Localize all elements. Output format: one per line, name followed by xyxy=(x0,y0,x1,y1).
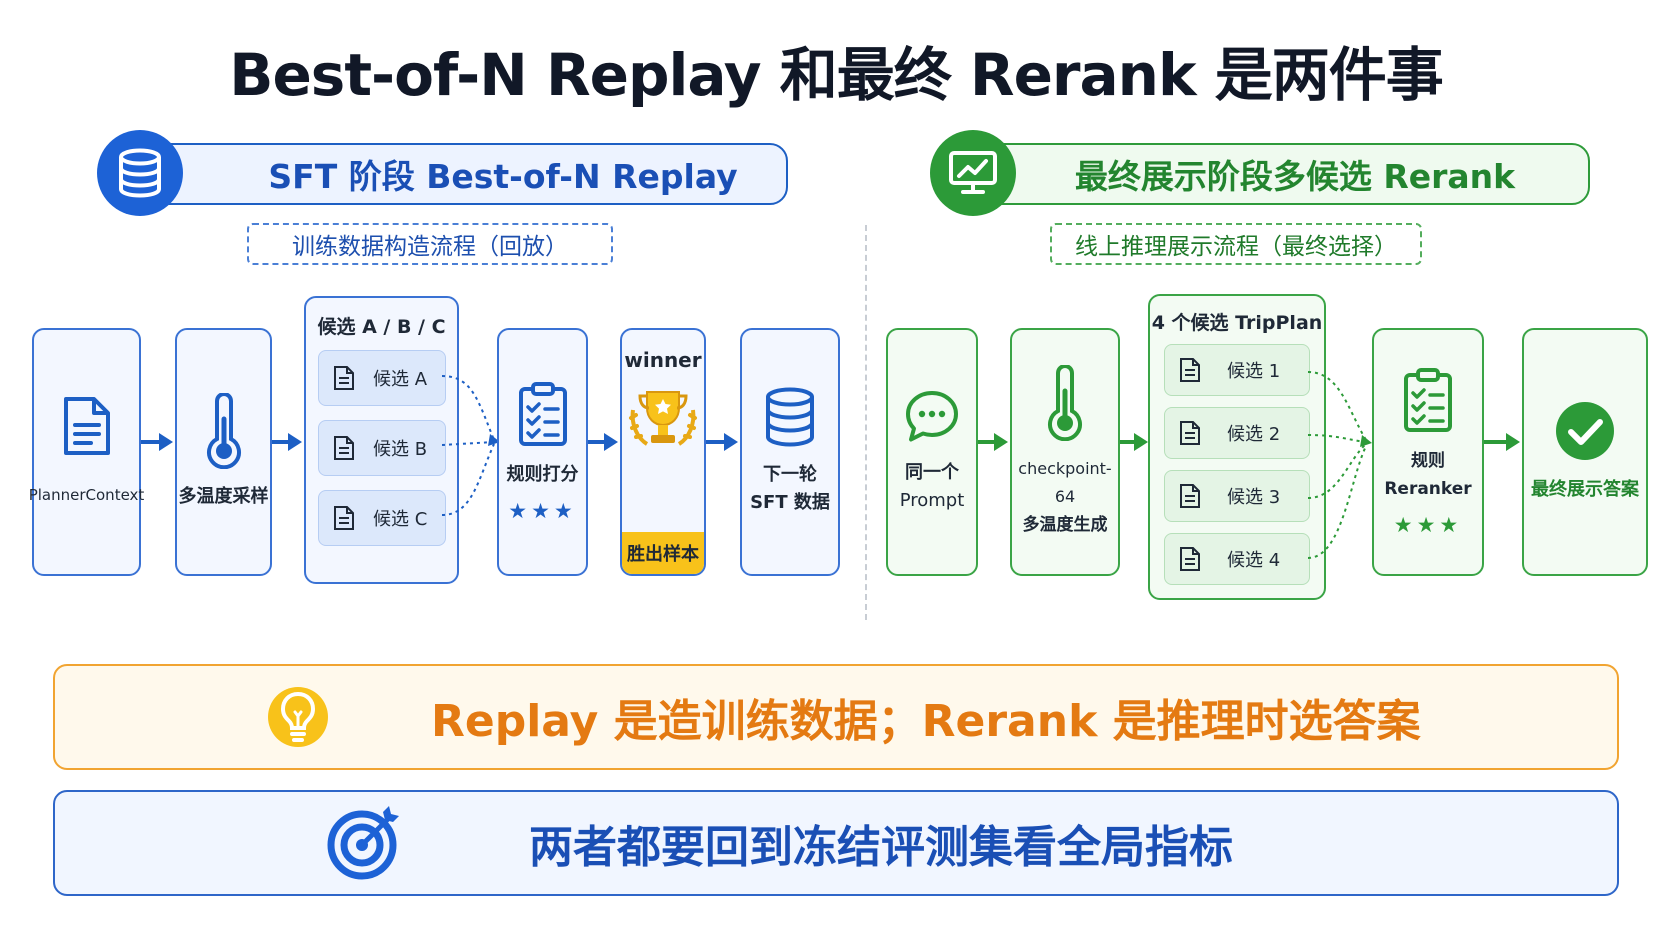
document-icon xyxy=(1180,484,1200,508)
arrow xyxy=(706,433,738,451)
clipboard-checklist-icon xyxy=(1404,368,1452,432)
rating-stars: ★★★ xyxy=(1393,513,1463,537)
candidate-label: 候选 4 xyxy=(1227,550,1281,571)
candidate-item: 候选 3 xyxy=(1164,470,1310,522)
node-planner-context-label: PlannerContext xyxy=(28,486,145,504)
document-icon xyxy=(334,366,354,390)
check-circle-icon xyxy=(1556,402,1614,460)
node-multi-temp-sampling-label: 多温度采样 xyxy=(178,486,269,507)
right-subtitle: 线上推理展示流程（最终选择） xyxy=(1050,223,1422,265)
node-next-sft-line1: 下一轮 xyxy=(763,464,817,485)
candidate-item: 候选 4 xyxy=(1164,533,1310,585)
goal-banner-text: 两者都要回到冻结评测集看全局指标 xyxy=(529,822,1233,873)
arrow xyxy=(1120,433,1148,451)
winner-badge: 胜出样本 xyxy=(622,532,704,574)
node-same-prompt: 同一个 Prompt xyxy=(886,328,978,576)
document-icon xyxy=(334,506,354,530)
node-rule-reranker-label: 规则 Reranker xyxy=(1384,451,1472,499)
candidates-group-title: 4 个候选 TripPlan xyxy=(1151,312,1323,334)
left-subtitle: 训练数据构造流程（回放） xyxy=(247,223,613,265)
candidate-item: 候选 1 xyxy=(1164,344,1310,396)
node-rule-scoring-label: 规则打分 xyxy=(506,464,579,485)
node-rule-scoring: 规则打分 ★★★ xyxy=(497,328,588,576)
node-checkpoint-line2: 多温度生成 xyxy=(1022,515,1108,535)
database-icon xyxy=(766,387,814,447)
node-planner-context: PlannerContext xyxy=(29,328,144,576)
candidate-label: 候选 3 xyxy=(1227,487,1281,508)
right-section-title: 最终展示阶段多候选 Rerank xyxy=(1074,157,1516,196)
candidates-group-title: 候选 A / B / C xyxy=(317,316,446,338)
node-candidates-group: 4 个候选 TripPlan 候选 1 候选 2 候选 3 候选 4 xyxy=(1148,294,1326,600)
lightbulb-icon xyxy=(268,687,328,747)
candidate-item: 候选 C xyxy=(318,490,446,546)
node-final-answer: 最终展示答案 xyxy=(1522,328,1648,576)
document-icon xyxy=(63,397,110,455)
node-next-sft-data: 下一轮 SFT 数据 xyxy=(740,328,840,576)
node-rule-reranker: 规则 Reranker ★★★ xyxy=(1372,328,1484,576)
candidate-label: 候选 2 xyxy=(1227,424,1281,445)
node-next-sft-line2: SFT 数据 xyxy=(750,492,830,513)
thermometer-icon xyxy=(1048,365,1082,441)
candidate-item: 候选 A xyxy=(318,350,446,406)
node-same-prompt-line2: Prompt xyxy=(899,490,965,511)
trophy-icon xyxy=(629,391,697,446)
node-checkpoint-generation: checkpoint-64 多温度生成 xyxy=(1010,328,1120,576)
database-icon xyxy=(97,130,183,216)
node-multi-temp-sampling: 多温度采样 xyxy=(175,328,272,576)
target-icon xyxy=(327,806,399,880)
left-section-title: SFT 阶段 Best-of-N Replay xyxy=(268,157,738,196)
candidate-label: 候选 B xyxy=(373,439,428,460)
left-section-header: SFT 阶段 Best-of-N Replay xyxy=(148,143,788,205)
goal-banner: 两者都要回到冻结评测集看全局指标 xyxy=(53,790,1619,896)
candidate-label: 候选 1 xyxy=(1227,361,1281,382)
arrow xyxy=(272,433,302,451)
thermometer-icon xyxy=(206,393,241,469)
arrow xyxy=(141,433,173,451)
node-same-prompt-line1: 同一个 xyxy=(905,462,959,483)
dotted-connector-arrows xyxy=(442,375,500,516)
candidate-label: 候选 C xyxy=(373,509,428,530)
chat-bubble-icon xyxy=(906,391,958,442)
candidate-item: 候选 2 xyxy=(1164,407,1310,459)
document-icon xyxy=(1180,547,1200,571)
document-icon xyxy=(334,436,354,460)
monitor-chart-icon xyxy=(930,130,1016,216)
node-candidates-group: 候选 A / B / C 候选 A 候选 B 候选 C xyxy=(304,296,459,584)
candidate-item: 候选 B xyxy=(318,420,446,476)
rating-stars: ★★★ xyxy=(508,499,577,523)
arrow xyxy=(588,433,618,451)
node-final-answer-label: 最终展示答案 xyxy=(1531,479,1639,500)
arrow xyxy=(978,433,1008,451)
section-divider xyxy=(865,225,867,620)
clipboard-checklist-icon xyxy=(518,382,567,446)
dotted-connector-arrows xyxy=(1308,371,1372,559)
right-section-header: 最终展示阶段多候选 Rerank xyxy=(980,143,1590,205)
candidate-label: 候选 A xyxy=(373,369,428,390)
arrow xyxy=(1484,433,1520,451)
node-winner: winner 胜出样本 xyxy=(620,328,706,576)
document-icon xyxy=(1180,358,1200,382)
node-checkpoint-line1: checkpoint-64 xyxy=(1018,459,1112,506)
insight-banner-text: Replay 是造训练数据；Rerank 是推理时选答案 xyxy=(431,696,1421,747)
page-title: Best-of-N Replay 和最终 Rerank 是两件事 xyxy=(229,41,1443,109)
node-winner-label: winner xyxy=(624,348,702,372)
insight-banner: Replay 是造训练数据；Rerank 是推理时选答案 xyxy=(53,664,1619,770)
document-icon xyxy=(1180,421,1200,445)
